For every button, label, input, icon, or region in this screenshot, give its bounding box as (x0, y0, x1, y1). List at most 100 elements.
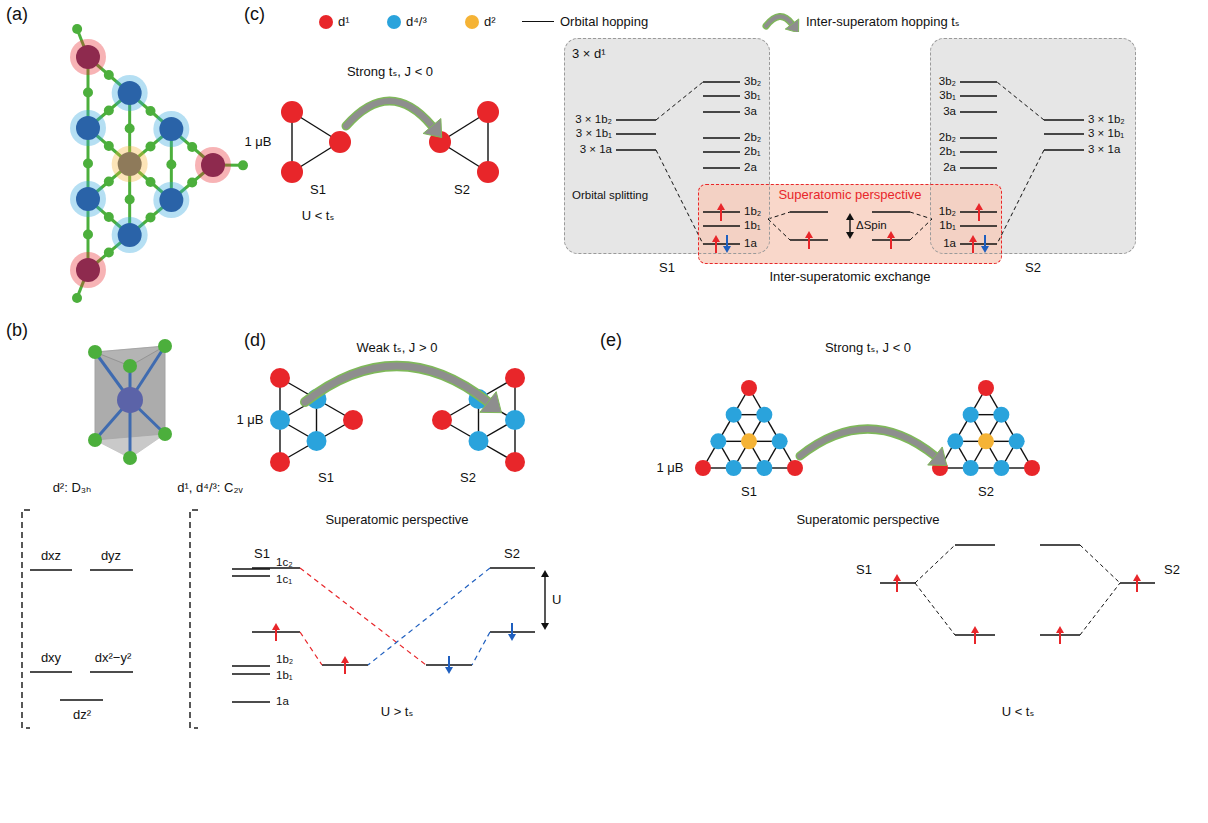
bracket (22, 510, 30, 728)
metal-atom (432, 410, 452, 430)
ligand-atom (72, 24, 82, 34)
metal-atom (270, 410, 290, 430)
coupling-line (1080, 583, 1120, 635)
metal-atom (329, 131, 351, 153)
level-line (616, 149, 656, 151)
box-text: Orbital splitting (572, 189, 648, 202)
level-line (616, 133, 656, 135)
metal-atom (76, 116, 100, 140)
annotation-label: 1c₁ (276, 573, 292, 586)
metal-atom (978, 380, 994, 396)
legend-text: Orbital hopping (560, 15, 648, 30)
metal-atom (505, 452, 525, 472)
arrowhead (1056, 626, 1064, 633)
ligand-atom (72, 293, 82, 303)
level-line (960, 137, 997, 139)
arrowhead (971, 626, 979, 633)
level-line (960, 243, 997, 245)
level-line (90, 569, 133, 571)
ligand-atom (146, 177, 156, 187)
level-line (703, 151, 740, 153)
metal-atom (710, 433, 726, 449)
hopping-arrowhead (423, 119, 442, 138)
hopping-arc-outline (800, 429, 935, 456)
annotation-label: dxz (41, 549, 61, 564)
ligand-atom (104, 106, 114, 116)
metal-atom (772, 433, 788, 449)
level-line (703, 81, 740, 83)
box-text: 1b₁ (939, 219, 956, 232)
annotation-label: S2 (978, 485, 994, 500)
arrowhead (445, 667, 453, 674)
level-line (703, 225, 740, 227)
atom-halo (112, 146, 148, 182)
annotation-label: dz² (73, 708, 91, 723)
arrowhead (508, 634, 516, 641)
atom-halo (70, 252, 106, 288)
annotation-label: S2 (460, 471, 476, 486)
coupling-line (300, 632, 322, 665)
metal-atom (726, 460, 742, 476)
box-text: 3a (744, 105, 757, 118)
level-line (703, 167, 740, 169)
metal-atom (756, 407, 772, 423)
coupling-line (472, 632, 490, 665)
ligand-atom (238, 160, 248, 170)
metal-atom (505, 410, 525, 430)
ligand-atom (104, 177, 114, 187)
metal-atom (159, 117, 183, 141)
box-text: 2b₂ (939, 131, 956, 144)
metal-atom (963, 460, 979, 476)
ligand-atom (104, 141, 114, 151)
metal-atom (978, 433, 994, 449)
splitting-connector (997, 150, 1044, 244)
box-text: 3 × 1b₁ (576, 127, 612, 140)
box-text: 1a (943, 237, 956, 250)
arrowhead (541, 570, 549, 577)
metal-atom (76, 187, 100, 211)
level-line (60, 699, 103, 701)
arrowhead (341, 656, 349, 663)
level-line (960, 167, 997, 169)
atom-halo (153, 182, 189, 218)
box-text: 3b₁ (744, 89, 761, 102)
box-text: 1b₂ (939, 205, 956, 218)
arrowhead (893, 574, 901, 581)
metal-atom (343, 410, 363, 430)
metal-atom (159, 188, 183, 212)
hopping-arc (346, 101, 432, 126)
arrowhead (1133, 574, 1141, 581)
coupling-line (300, 568, 426, 665)
metal-atom (281, 101, 303, 123)
box-text: 3b₂ (939, 75, 956, 88)
annotation-label: d²: D₃ₕ (53, 481, 92, 496)
arrowhead (981, 246, 989, 253)
level-line (232, 701, 270, 703)
ligand-atom (146, 142, 156, 152)
metal-atom (1009, 433, 1025, 449)
metal-atom (741, 380, 757, 396)
splitting-connector (656, 150, 703, 244)
arrowhead (541, 623, 549, 630)
box-text: 2b₁ (939, 145, 956, 158)
box-text: 2b₁ (744, 145, 761, 158)
level-line (955, 544, 995, 546)
annotation-label: 1b₁ (276, 669, 293, 682)
level-line (1044, 119, 1084, 121)
legend-swatch (465, 15, 479, 29)
arrowhead (712, 235, 720, 242)
coupling-line (368, 568, 490, 665)
hopping-arrowhead (480, 392, 502, 413)
annotation-label: Superatomic perspective (796, 513, 939, 528)
level-line (1044, 133, 1084, 135)
ligand-atom (187, 142, 197, 152)
gap-arrow (544, 575, 545, 625)
annotation-label: S1 (310, 183, 326, 198)
annotation-label: 1b₂ (276, 653, 293, 666)
bracket (190, 510, 198, 728)
annotation-label: S1 (659, 261, 675, 276)
annotation-label: U (552, 593, 561, 608)
box-text: ΔSpin (856, 219, 887, 232)
perspective-box-fill (698, 184, 1002, 264)
hopping-arc (305, 366, 488, 402)
